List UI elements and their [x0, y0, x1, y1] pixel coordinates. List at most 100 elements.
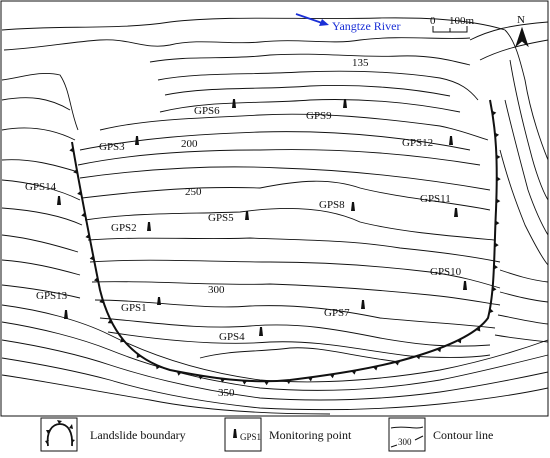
monitoring-point-gps1: GPS1: [121, 297, 161, 314]
gps2-marker-icon: [147, 222, 151, 231]
north-arrow: N: [515, 14, 529, 48]
boundary-tick: [494, 242, 499, 248]
boundary-tick: [456, 338, 462, 344]
legend-point-box: [224, 417, 262, 452]
gps9-marker-icon: [343, 99, 347, 108]
gps12-marker-icon: [449, 136, 453, 145]
gps13-marker-icon: [64, 310, 68, 319]
legend-point-sample-label: GPS1: [240, 432, 261, 442]
boundary-tick: [436, 347, 442, 353]
river-label: Yangtze River: [332, 19, 400, 33]
boundary-tick: [373, 366, 378, 371]
boundary-tick: [496, 154, 501, 160]
legend-contour-line-icon: [390, 426, 424, 448]
monitoring-point-gps6: GPS6: [194, 99, 236, 117]
map-frame: [0, 0, 549, 417]
scale-bar-icon: [432, 26, 468, 33]
boundary-tick: [242, 380, 248, 385]
gps6-marker-icon: [232, 99, 236, 108]
boundary-tick: [494, 132, 500, 138]
boundary-tick: [492, 286, 497, 292]
monitoring-point-gps7: GPS7: [324, 300, 365, 319]
gps7-marker-icon: [361, 300, 365, 309]
gps5-label: GPS5: [208, 212, 234, 224]
gps10-label: GPS10: [430, 266, 462, 278]
boundary-tick: [329, 373, 335, 379]
boundary-tick: [176, 371, 182, 376]
boundary-tick: [351, 370, 357, 375]
monitoring-point-gps9: GPS9: [306, 99, 347, 122]
boundary-tick: [120, 337, 125, 343]
boundary-tick: [198, 375, 204, 380]
monitoring-point-gps4: GPS4: [219, 327, 263, 343]
legend-point-marker-icon: [233, 429, 237, 438]
gps6-label: GPS6: [194, 105, 220, 117]
monitoring-point-gps10: GPS10: [430, 266, 467, 290]
gps1-marker-icon: [157, 297, 161, 305]
north-label: N: [517, 14, 525, 26]
gps10-marker-icon: [463, 281, 467, 290]
contour-label-135: 135: [352, 57, 369, 69]
legend-boundary-icon: [46, 423, 73, 447]
gps1-label: GPS1: [121, 302, 147, 314]
legend-boundary-box: [40, 417, 78, 452]
gps8-marker-icon: [351, 202, 355, 211]
boundary-tick: [493, 264, 498, 270]
legend-point-label: Monitoring point: [269, 428, 352, 442]
gps7-label: GPS7: [324, 307, 350, 319]
gps2-label: GPS2: [111, 222, 137, 234]
monitoring-point-gps8: GPS8: [319, 199, 355, 211]
scale-zero-label: 0: [430, 15, 436, 27]
monitoring-point-gps3: GPS3: [99, 136, 139, 153]
gps4-label: GPS4: [219, 331, 245, 343]
legend-contour-label: Contour line: [433, 428, 493, 442]
gps11-label: GPS11: [420, 193, 451, 205]
boundary-tick: [136, 353, 142, 359]
monitoring-point-gps13: GPS13: [36, 290, 68, 319]
river-arrowhead-icon: [319, 19, 329, 26]
gps14-label: GPS14: [25, 181, 57, 193]
boundary-tick: [475, 326, 481, 332]
legend: Landslide boundary GPS1 Monitoring point…: [40, 417, 493, 452]
gps9-label: GPS9: [306, 110, 332, 122]
boundary-tick: [496, 176, 501, 182]
monitoring-point-gps2: GPS2: [111, 222, 151, 234]
gps8-label: GPS8: [319, 199, 345, 211]
boundary-tick: [220, 378, 226, 383]
boundary-tick: [415, 354, 421, 360]
legend-boundary-ticks: [45, 420, 75, 444]
boundary-tick: [77, 190, 82, 196]
boundary-tick: [93, 277, 99, 283]
contour-label-250: 250: [185, 186, 202, 198]
gps3-marker-icon: [135, 136, 139, 145]
monitoring-point-gps5: GPS5: [208, 211, 249, 224]
boundary-tick: [81, 212, 86, 218]
contour-label-300: 300: [208, 284, 225, 296]
monitoring-point-gps12: GPS12: [402, 136, 453, 149]
boundary-tick: [73, 169, 78, 175]
boundary-tick: [495, 220, 500, 226]
scale-bar: 0 100m: [430, 15, 475, 33]
boundary-tick: [99, 298, 104, 304]
contour-label-350: 350: [218, 387, 235, 399]
boundary-ticks: [69, 110, 501, 386]
gps11-marker-icon: [454, 208, 458, 217]
contour-value-labels: 135 200 250 300 350: [181, 57, 369, 399]
gps5-marker-icon: [245, 211, 249, 220]
gps13-label: GPS13: [36, 290, 68, 302]
legend-contour-box: [388, 417, 426, 452]
landslide-boundary: [71, 99, 498, 383]
boundary-tick: [286, 379, 292, 385]
boundary-tick: [69, 147, 74, 153]
monitoring-points: GPS1 GPS2 GPS3 GPS4 GPS5 GPS6 GPS7 GPS8: [25, 99, 467, 343]
boundary-tick: [496, 198, 501, 204]
scale-distance-label: 100m: [449, 15, 475, 27]
legend-contour-sample-value: 300: [398, 437, 412, 447]
gps3-label: GPS3: [99, 141, 125, 153]
boundary-tick: [107, 319, 113, 324]
river-indicator: Yangtze River: [295, 13, 400, 33]
gps12-label: GPS12: [402, 137, 433, 149]
boundary-tick: [85, 233, 90, 239]
river-arrow-icon: [295, 13, 326, 25]
